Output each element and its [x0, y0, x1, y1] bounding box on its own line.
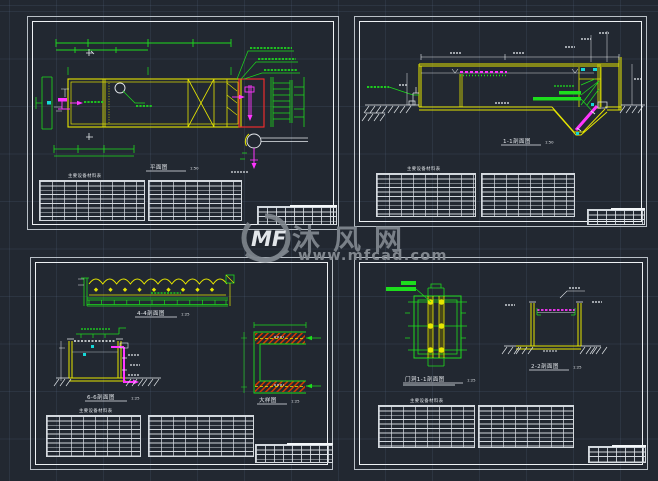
- plan-bottom-dimensions: [53, 145, 135, 157]
- section-cut-marker-top: [86, 49, 95, 56]
- white-dimensions: [399, 31, 642, 105]
- plan-top-dimensions: [55, 39, 232, 75]
- gate-plan: [386, 281, 467, 367]
- sheet-plan-view[interactable]: 平面图 1:50 主要设备材料表: [27, 16, 339, 230]
- section-tank-walls: [418, 57, 622, 136]
- section-cut-marker-bottom: [86, 133, 93, 140]
- mfcad-logo-icon: MF: [241, 213, 291, 263]
- plan-scraper-circle: [114, 82, 152, 107]
- plan-outlet-chamber: [238, 78, 265, 128]
- plan-left-white-details: [54, 88, 69, 112]
- detail-c-scale: 1:25: [291, 399, 300, 404]
- details-drawing: 4-4剖面图 1:25 6-6剖面图 1:25: [53, 274, 321, 405]
- materials-table-right: [148, 415, 254, 457]
- plan-view-drawing: 平面图 1:50: [35, 39, 308, 173]
- plan-drain-detail: [231, 133, 308, 173]
- section-2-2-scale: 1:25: [573, 365, 582, 370]
- materials-table-title: 主要设备材料表: [79, 409, 113, 414]
- materials-table-left: [378, 405, 475, 448]
- section-2-2: [501, 287, 608, 355]
- plan-sludge-pipe: [232, 85, 255, 121]
- materials-table-title: 主要设备材料表: [68, 174, 102, 179]
- plan-left-elevation-marks: [35, 76, 53, 130]
- plan-leader-callouts: [236, 47, 300, 80]
- section-1-1-drawing: 1-1剖面图 1:50: [361, 31, 645, 146]
- plan-inlet-pipe: [58, 98, 83, 110]
- watermark-site-name: 沐风网: [292, 223, 416, 256]
- materials-table-title: 主要设备材料表: [407, 167, 441, 172]
- channel-detail: [241, 322, 321, 394]
- materials-table-left: [376, 173, 476, 217]
- title-block: [587, 208, 645, 225]
- hopper-sludge-pipe: [574, 101, 608, 135]
- logo-text: MF: [251, 227, 287, 251]
- plan-view-title: 平面图: [150, 163, 168, 171]
- section-6-6: [53, 327, 161, 387]
- materials-table-left: [46, 415, 141, 457]
- materials-table-title: 主要设备材料表: [410, 399, 444, 404]
- green-callouts: [367, 85, 596, 115]
- left-inlet-ground: [361, 87, 645, 122]
- materials-table-right: [478, 405, 574, 448]
- sheet-gate-and-section-2-2[interactable]: 门洞1-1剖面图 1:25 2-2剖面图 1:25 主要设备材料表: [354, 257, 648, 470]
- title-block: [255, 443, 333, 463]
- detail-6-6-scale: 1:25: [131, 396, 140, 401]
- scum-baffle: [460, 71, 507, 77]
- cyan-valve-mark: [47, 101, 51, 105]
- outlet-structure: [580, 68, 600, 106]
- materials-table-left: [39, 180, 145, 221]
- title-block: [588, 445, 646, 463]
- plan-view-scale: 1:50: [190, 166, 199, 171]
- materials-table-right: [148, 180, 242, 221]
- plan-outlet-launder: [270, 77, 305, 127]
- sheet-details-4-4-6-6[interactable]: 4-4剖面图 1:25 6-6剖面图 1:25: [30, 257, 333, 470]
- gate-plan-title: 门洞1-1剖面图: [405, 375, 445, 383]
- sheet-section-1-1[interactable]: 1-1剖面图 1:50 主要设备材料表: [354, 16, 647, 227]
- section-1-1-scale: 1:50: [545, 140, 554, 145]
- gate-drawing: 门洞1-1剖面图 1:25 2-2剖面图 1:25: [386, 281, 608, 386]
- detail-c-title: 大样图: [259, 396, 277, 404]
- detail-4-4-scale: 1:25: [181, 312, 190, 317]
- plan-tank-walls: [67, 78, 242, 128]
- materials-table-right: [481, 173, 575, 217]
- section-2-2-title: 2-2剖面图: [531, 362, 559, 370]
- watermark: MF 沐风网 www.mfcad.com: [238, 210, 478, 282]
- section-1-1-title: 1-1剖面图: [503, 137, 531, 145]
- gate-plan-scale: 1:25: [467, 378, 476, 383]
- weir-trough: [78, 274, 235, 307]
- detail-6-6-title: 6-6剖面图: [87, 393, 115, 401]
- watermark-site-url: www.mfcad.com: [298, 248, 448, 264]
- detail-4-4-title: 4-4剖面图: [137, 309, 165, 317]
- water-level-line: [421, 68, 594, 74]
